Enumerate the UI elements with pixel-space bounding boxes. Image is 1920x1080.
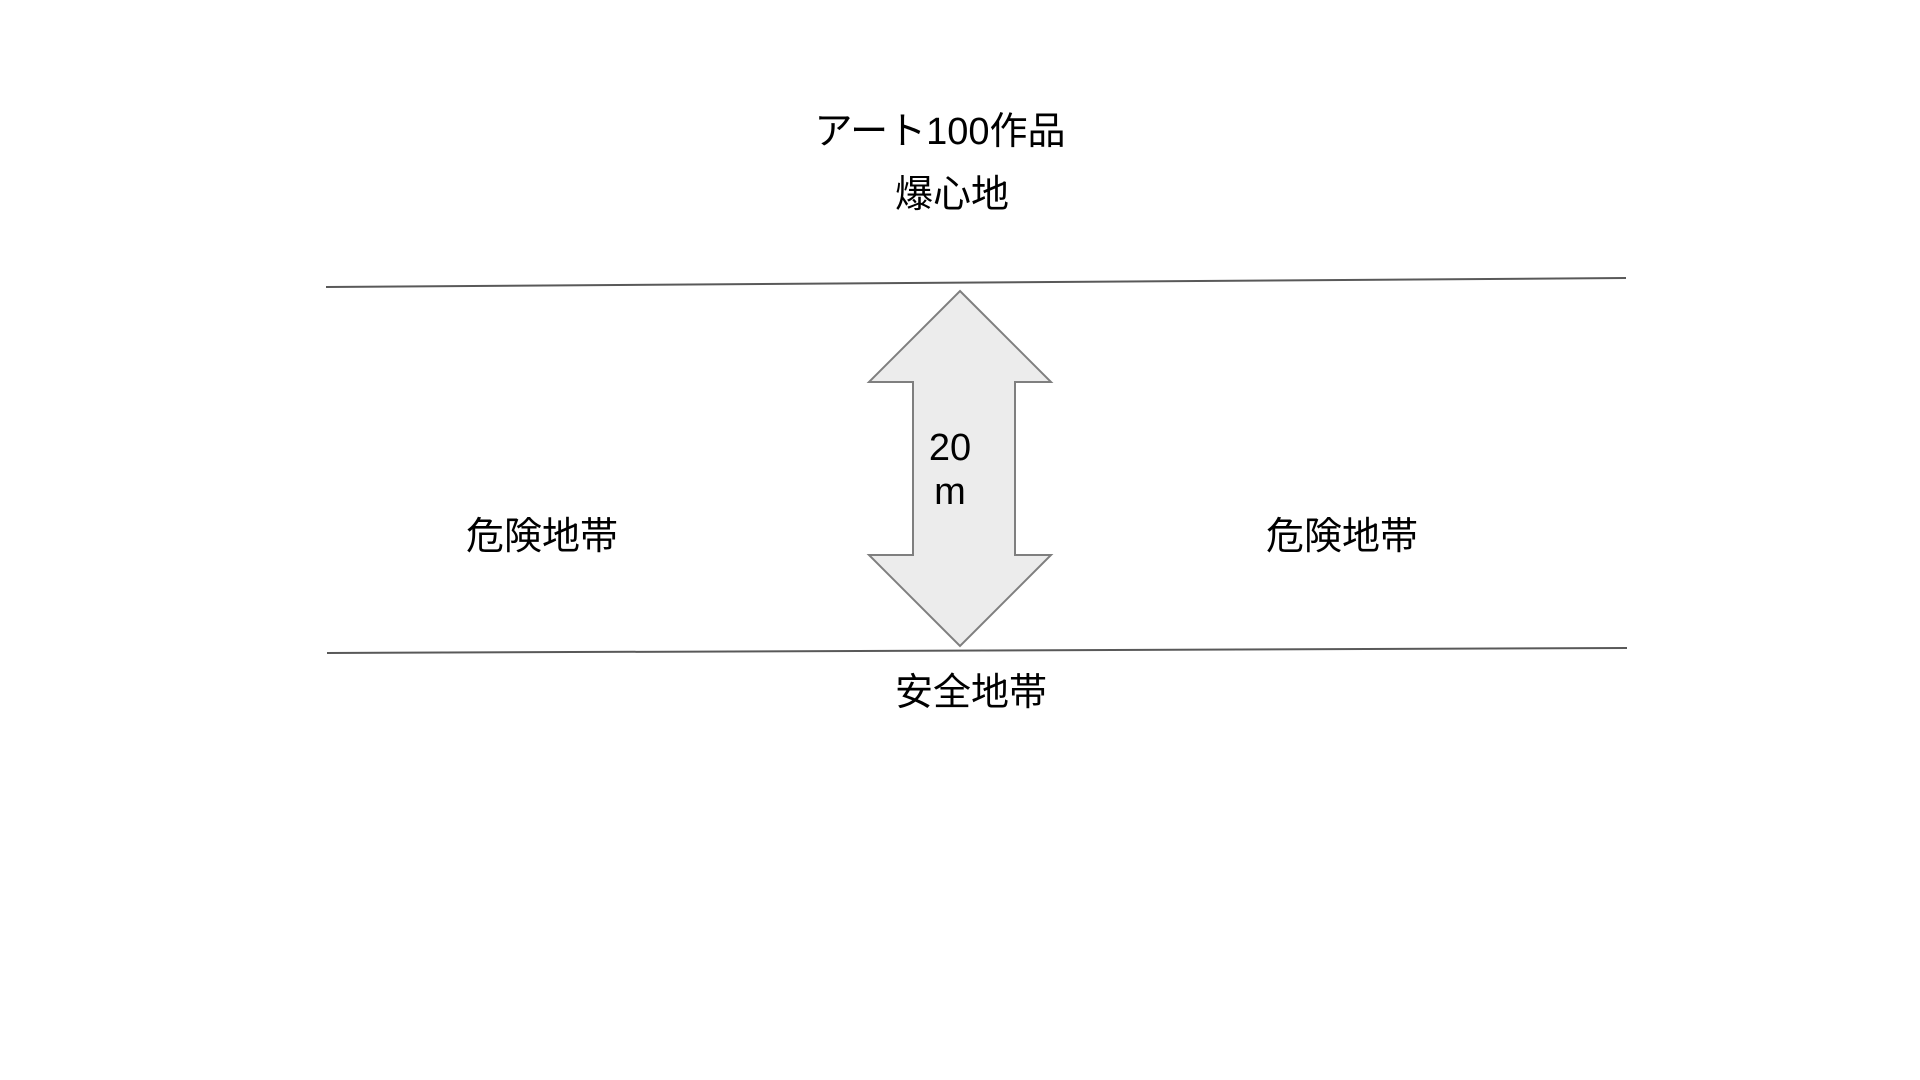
boundary-line-bottom (326, 647, 1628, 654)
label-safe-zone: 安全地帯 (894, 672, 1048, 715)
distance-value: 20 (928, 427, 972, 469)
label-danger-zone-left: 危険地帯 (465, 516, 619, 559)
boundary-line-top (325, 277, 1627, 288)
title-art-100-works: アート100作品 (814, 111, 1066, 154)
label-danger-zone-right: 危険地帯 (1265, 516, 1419, 559)
double-headed-arrow-shape (866, 289, 1054, 648)
distance-unit: m (934, 471, 966, 513)
arrow-distance-label: 20 m (929, 426, 971, 514)
label-hypocenter: 爆心地 (894, 174, 1010, 217)
